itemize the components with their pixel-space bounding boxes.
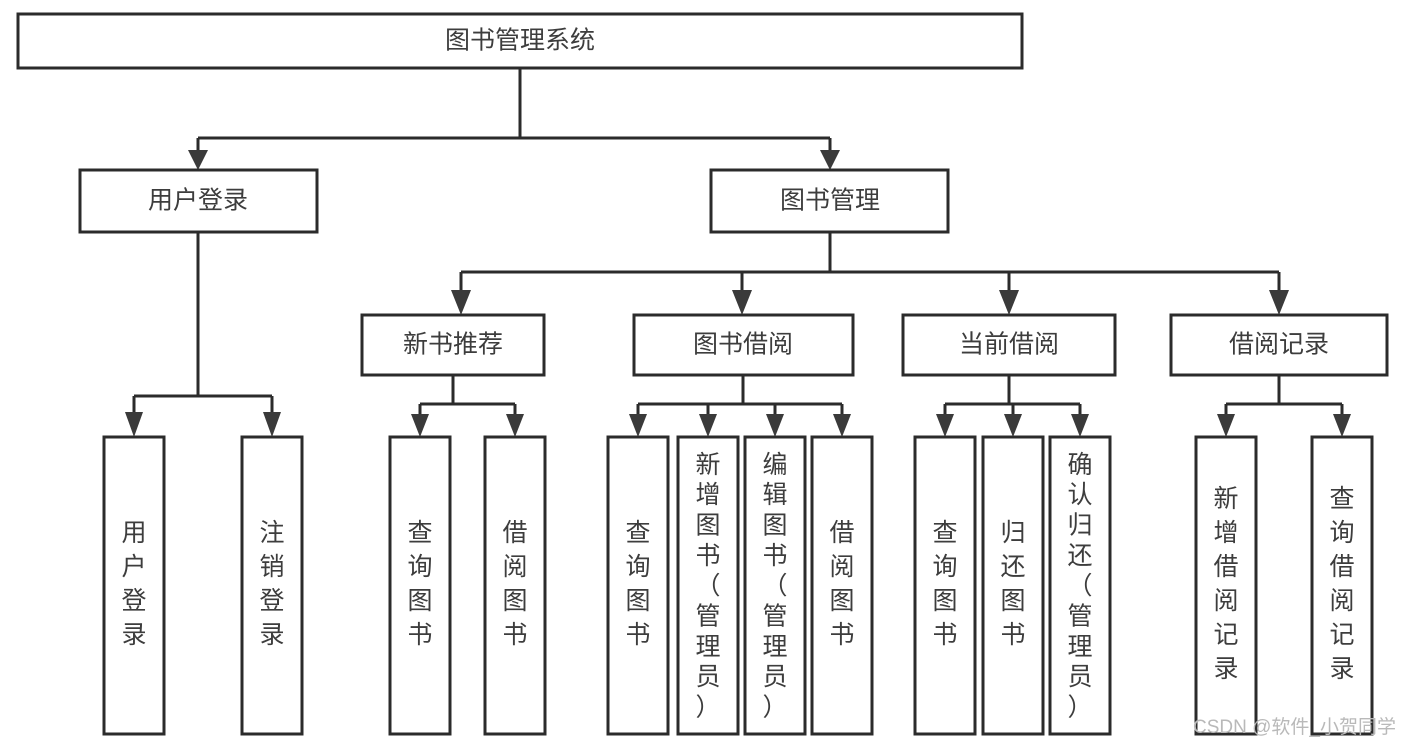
leaf-query-book-3-label: 查询图书 xyxy=(932,519,957,649)
leaf-add-record-box[interactable] xyxy=(1194,435,1258,736)
user-login-label: 用户登录 xyxy=(148,187,248,215)
book-borrow-label: 图书借阅 xyxy=(693,331,793,359)
arrow-head-leaf-user-logout xyxy=(263,412,281,437)
leaf-borrow-book-2[interactable]: 借阅图书 xyxy=(810,435,874,736)
arrow-head-book-manage xyxy=(820,150,840,170)
current-borrow-box[interactable] xyxy=(901,313,1117,377)
arrow-head-leaf-confirm-return xyxy=(1071,414,1089,437)
leaf-edit-book-admin[interactable]: 编辑图书（管理员） xyxy=(743,435,807,736)
connector-layer xyxy=(125,68,1351,437)
arrow-head-leaf-borrow-book-2 xyxy=(833,414,851,437)
arrow-head-borrow-record xyxy=(1269,290,1289,315)
leaf-query-book-3[interactable]: 查询图书 xyxy=(913,435,977,736)
leaf-query-book-1-box[interactable] xyxy=(388,435,452,736)
leaf-add-record[interactable]: 新增借阅记录 xyxy=(1194,435,1258,736)
root-box[interactable] xyxy=(16,12,1024,70)
node-user-login[interactable]: 用户登录 xyxy=(78,168,319,234)
leaf-return-book-label: 归还图书 xyxy=(1000,519,1025,649)
arrow-head-current-borrow xyxy=(999,290,1019,315)
book-manage-box[interactable] xyxy=(709,168,950,234)
borrow-record-label: 借阅记录 xyxy=(1229,331,1329,359)
leaf-query-record-label: 查询借阅记录 xyxy=(1329,485,1354,683)
leaf-confirm-return-box[interactable] xyxy=(1048,435,1112,736)
arrow-head-leaf-borrow-book-1 xyxy=(506,414,524,437)
leaf-borrow-book-1-box[interactable] xyxy=(483,435,547,736)
leaf-borrow-book-2-box[interactable] xyxy=(810,435,874,736)
arrow-head-user-login xyxy=(188,150,208,170)
node-current-borrow[interactable]: 当前借阅 xyxy=(901,313,1117,377)
node-root[interactable]: 图书管理系统 xyxy=(16,12,1024,70)
arrow-head-leaf-query-book-2 xyxy=(629,414,647,437)
leaf-confirm-return-label: 确认归还（管理员） xyxy=(1067,451,1092,722)
book-manage-label: 图书管理 xyxy=(780,187,880,215)
node-book-borrow[interactable]: 图书借阅 xyxy=(632,313,855,377)
leaf-query-record-box[interactable] xyxy=(1310,435,1374,736)
leaf-user-login[interactable]: 用户登录 xyxy=(102,435,166,736)
arrow-head-leaf-edit-book-admin xyxy=(766,414,784,437)
leaf-borrow-book-1-label: 借阅图书 xyxy=(502,519,527,649)
user-login-box[interactable] xyxy=(78,168,319,234)
leaf-add-book-admin-box[interactable] xyxy=(676,435,740,736)
leaf-add-book-admin-label: 新增图书（管理员） xyxy=(695,451,720,722)
arrow-head-leaf-query-record xyxy=(1333,414,1351,437)
leaf-query-record[interactable]: 查询借阅记录 xyxy=(1310,435,1374,736)
leaf-query-book-2-box[interactable] xyxy=(606,435,670,736)
leaf-add-record-label: 新增借阅记录 xyxy=(1213,485,1238,683)
arrow-head-leaf-add-book-admin xyxy=(699,414,717,437)
leaf-user-login-label: 用户登录 xyxy=(121,519,146,649)
node-book-manage[interactable]: 图书管理 xyxy=(709,168,950,234)
leaf-borrow-book-1[interactable]: 借阅图书 xyxy=(483,435,547,736)
arrow-head-leaf-query-book-3 xyxy=(936,414,954,437)
leaf-query-book-1-label: 查询图书 xyxy=(407,519,432,649)
current-borrow-label: 当前借阅 xyxy=(959,331,1059,359)
leaf-edit-book-admin-box[interactable] xyxy=(743,435,807,736)
leaf-edit-book-admin-label: 编辑图书（管理员） xyxy=(762,451,787,722)
new-book-recommend-box[interactable] xyxy=(360,313,546,377)
arrow-head-leaf-return-book xyxy=(1004,414,1022,437)
leaf-borrow-book-2-label: 借阅图书 xyxy=(829,519,854,649)
node-new-book-recommend[interactable]: 新书推荐 xyxy=(360,313,546,377)
leaf-user-logout-label: 注销登录 xyxy=(259,519,284,649)
leaf-return-book[interactable]: 归还图书 xyxy=(981,435,1045,736)
book-borrow-box[interactable] xyxy=(632,313,855,377)
arrow-head-leaf-query-book-1 xyxy=(411,414,429,437)
borrow-record-box[interactable] xyxy=(1169,313,1389,377)
leaf-layer: 用户登录 注销登录 查询图书 借阅图书 查询图书 新增图书（管理员） 编辑图书（管理员） 借阅… xyxy=(102,435,1374,736)
root-label: 图书管理系统 xyxy=(445,27,595,55)
node-borrow-record[interactable]: 借阅记录 xyxy=(1169,313,1389,377)
new-book-recommend-label: 新书推荐 xyxy=(403,331,503,359)
leaf-query-book-1[interactable]: 查询图书 xyxy=(388,435,452,736)
arrow-head-leaf-add-record xyxy=(1217,414,1235,437)
csdn-watermark: CSDN @软件_小贺同学 xyxy=(1193,716,1396,738)
leaf-add-book-admin[interactable]: 新增图书（管理员） xyxy=(676,435,740,736)
leaf-user-login-box[interactable] xyxy=(102,435,166,736)
leaf-query-book-3-box[interactable] xyxy=(913,435,977,736)
leaf-user-logout-box[interactable] xyxy=(240,435,304,736)
leaf-return-book-box[interactable] xyxy=(981,435,1045,736)
arrow-head-leaf-user-login xyxy=(125,412,143,437)
arrow-head-new-book-rec xyxy=(451,290,471,315)
leaf-query-book-2-label: 查询图书 xyxy=(625,519,650,649)
leaf-user-logout[interactable]: 注销登录 xyxy=(240,435,304,736)
leaf-confirm-return[interactable]: 确认归还（管理员） xyxy=(1048,435,1112,736)
leaf-query-book-2[interactable]: 查询图书 xyxy=(606,435,670,736)
arrow-head-book-borrow xyxy=(732,290,752,315)
